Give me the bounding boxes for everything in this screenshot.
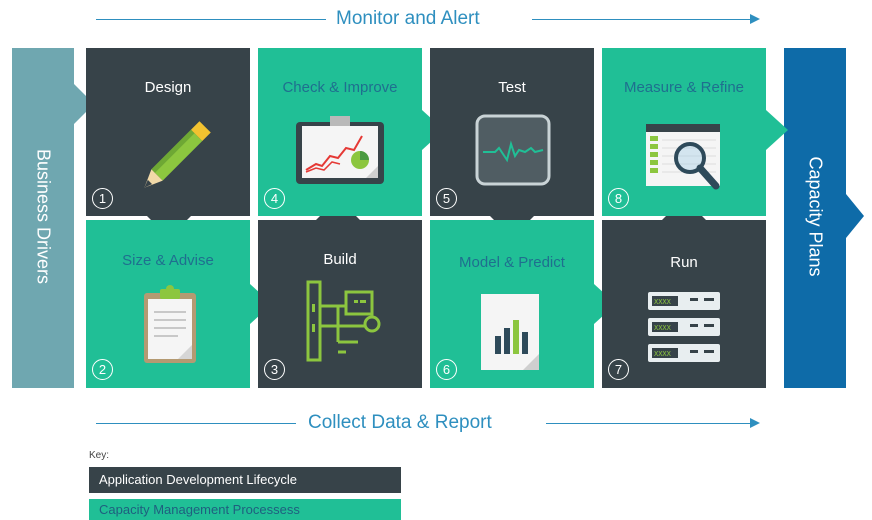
chart-board-icon [296, 116, 384, 184]
tile-check-improve: Check & Improve 4 [258, 48, 422, 216]
business-drivers-label: Business Drivers [33, 148, 54, 285]
tile-measure-refine: Measure & Refine 8 [602, 48, 766, 216]
tile-design: Design 1 [86, 48, 250, 216]
pencil-icon [144, 121, 211, 188]
flow-arrow-right-icon [766, 110, 788, 150]
bottom-flow-label: Collect Data & Report [308, 412, 492, 433]
business-drivers-bar [12, 48, 74, 388]
key-item-label: Capacity Management Processess [99, 502, 300, 517]
svg-text:XXXX: XXXX [654, 350, 672, 358]
key-item-app-dev: Application Development Lifecycle [89, 467, 401, 493]
tile-title: Run [670, 254, 698, 271]
step-number: 1 [92, 188, 113, 209]
tile-title: Measure & Refine [623, 79, 745, 96]
tile-title: Test [498, 79, 526, 96]
top-flow-label: Monitor and Alert [336, 8, 480, 29]
bottom-flow-arrow-icon [750, 418, 760, 428]
step-number: 2 [92, 359, 113, 380]
tile-title: Model & Predict [459, 254, 565, 271]
step-number: 4 [264, 188, 285, 209]
svg-text:XXXX: XXXX [654, 324, 672, 332]
capacity-plans-label: Capacity Plans [805, 156, 826, 277]
tile-run: Run XXXX XXXX XXXX 7 [602, 220, 766, 388]
key-item-capacity-mgmt: Capacity Management Processess [89, 499, 401, 520]
build-blocks-icon [306, 280, 381, 362]
tile-title: Size & Advise [122, 252, 214, 269]
step-number: 7 [608, 359, 629, 380]
top-flow-arrow-icon [750, 14, 760, 24]
step-number: 5 [436, 188, 457, 209]
top-flow-line-left [96, 19, 326, 20]
bottom-flow-line-right [546, 423, 750, 424]
capacity-plans-bar [784, 48, 846, 388]
svg-text:XXXX: XXXX [654, 298, 672, 306]
tile-size-advise: Size & Advise 2 [86, 220, 250, 388]
monitor-icon [475, 114, 551, 186]
tile-title: Design [144, 79, 192, 96]
step-number: 8 [608, 188, 629, 209]
tile-title: Check & Improve [282, 79, 398, 96]
magnifier-sheet-icon [646, 124, 720, 190]
bottom-flow-line-left [96, 423, 296, 424]
key-item-label: Application Development Lifecycle [99, 472, 297, 487]
key-title: Key: [89, 450, 110, 461]
tile-title: Build [323, 251, 357, 268]
servers-icon: XXXX XXXX XXXX [648, 292, 720, 362]
top-flow-line-right [532, 19, 750, 20]
clipboard-icon [144, 285, 196, 363]
step-number: 3 [264, 359, 285, 380]
tile-model-predict: Model & Predict 6 [430, 220, 594, 388]
tile-build: Build 3 [258, 220, 422, 388]
tile-test: Test 5 [430, 48, 594, 216]
capacity-plans-arrow-icon [846, 194, 864, 238]
bar-report-icon [481, 294, 539, 370]
step-number: 6 [436, 359, 457, 380]
